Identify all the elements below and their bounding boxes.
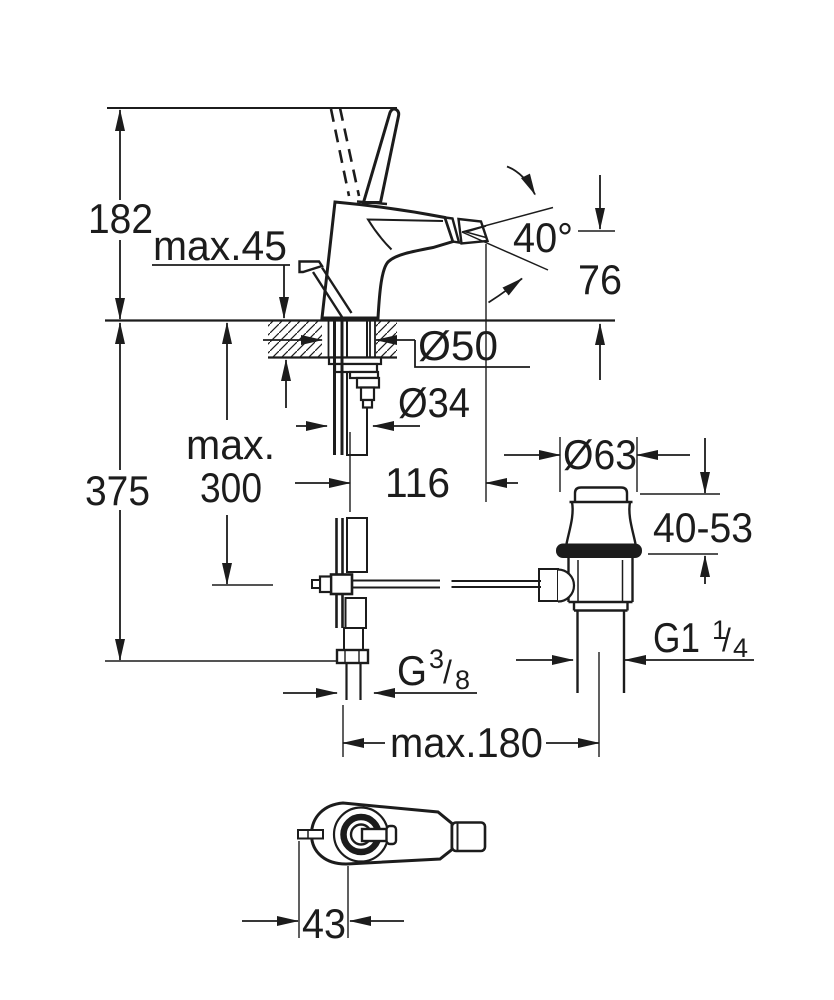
dim-label-dia50: Ø50 (418, 322, 498, 369)
spray-angle-arc-lower (488, 277, 523, 304)
dim-label-40deg: 40° (513, 214, 573, 261)
below-deck-assembly (311, 317, 541, 700)
top-view-faucet (297, 801, 487, 866)
thread-label-g38-num: 3 (429, 644, 444, 674)
popup-rod-shaft (320, 266, 353, 314)
dimension-43: 43 (242, 841, 404, 947)
spout-inner-contour (366, 218, 444, 251)
dim-label-40-53: 40-53 (653, 504, 753, 551)
rod-end-tip (311, 579, 321, 589)
dimension-g3-8: G 3 / 8 (283, 644, 477, 698)
dimension-40-53: 40-53 (640, 438, 753, 584)
handle-pivot-line (356, 200, 388, 206)
top-view-lever-shaft (360, 827, 390, 843)
thread-label-g38-den: 8 (455, 665, 470, 695)
dimension-max45: max.45 (152, 222, 291, 408)
waste-seal-ring (556, 543, 642, 558)
dim-label-182: 182 (88, 195, 153, 242)
dimension-182: 182 (88, 107, 397, 320)
dimension-max300: max. 300 (186, 322, 275, 586)
waste-neck (628, 501, 637, 545)
dim-label-300: 300 (200, 464, 262, 511)
dimension-76: 76 (578, 175, 622, 380)
rod-guide-block (355, 376, 381, 389)
rod-adjuster-block (329, 573, 354, 596)
faucet-lever-handle (361, 107, 401, 204)
spray-upper-ray (461, 206, 554, 233)
dim-label-76: 76 (578, 256, 622, 303)
spout-joint-band (443, 216, 461, 244)
popup-rod-knob (298, 260, 324, 274)
dim-label-dia34: Ø34 (398, 379, 470, 426)
thread-label-g1: G1 (653, 614, 700, 661)
thread-label-g1-slash: / (722, 622, 731, 658)
spray-lower-ray (461, 231, 549, 271)
dim-label-max45: max.45 (153, 222, 287, 269)
thread-label-g1-num: 1 (712, 615, 727, 645)
dim-label-dia63: Ø63 (563, 431, 637, 478)
dim-label-max: max. (186, 421, 275, 468)
dimension-g1-1-4: G1 1 / 4 (516, 614, 754, 665)
top-view-popup-pin (297, 829, 324, 840)
leader-line (414, 340, 530, 368)
dimension-dia50: Ø50 (263, 322, 530, 369)
popup-waste-valve (538, 486, 642, 693)
dim-label-max180: max.180 (390, 719, 543, 766)
dimension-dia63: Ø63 (504, 431, 690, 492)
popup-rod-shaft (311, 271, 344, 318)
hose-end-fitting (343, 627, 364, 651)
rod-end-fitting (318, 575, 333, 594)
waste-shoulder (572, 602, 629, 612)
dimension-max180: max.180 (342, 652, 600, 766)
faucet-body (320, 200, 455, 320)
thread-label-g1-den: 4 (733, 633, 748, 663)
spray-nozzle (457, 217, 490, 245)
thread-label-g38: G (397, 647, 427, 694)
flex-hose-lower (344, 597, 367, 629)
waste-push-cap (573, 486, 629, 502)
hose-end-nut (335, 648, 370, 665)
rod-guide-block (359, 386, 376, 402)
dimension-375: 375 (85, 322, 337, 662)
handle-alternate-position-dashed (338, 107, 361, 197)
mounting-deck (105, 319, 615, 359)
waste-neck (565, 501, 574, 545)
dimension-116: 116 (295, 244, 518, 512)
dimension-40deg: 40° (513, 214, 573, 261)
spray-angle-arc-upper (506, 165, 536, 196)
dim-label-43: 43 (302, 900, 346, 947)
flex-hose-lower (346, 517, 368, 573)
front-view-faucet (298, 107, 554, 320)
rod-ball-joint (557, 568, 576, 603)
dimension-dia34: Ø34 (296, 379, 470, 431)
rod-guide-block (361, 398, 374, 409)
handle-alternate-position-dashed (329, 108, 351, 197)
dim-label-116: 116 (385, 459, 450, 506)
rod-knurled-coupling (538, 568, 559, 602)
thread-label-g38-slash: / (443, 654, 452, 690)
top-view-lever-end (385, 824, 398, 846)
top-view-spout (450, 821, 487, 853)
dim-label-375: 375 (85, 467, 150, 514)
